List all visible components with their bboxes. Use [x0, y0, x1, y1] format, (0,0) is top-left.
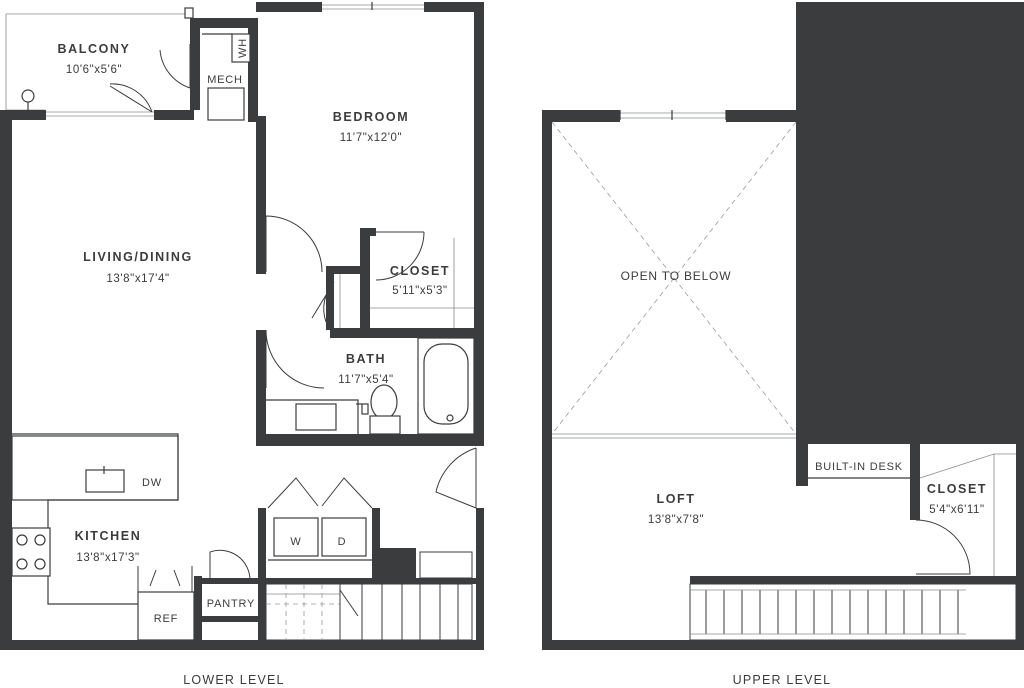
bedroom-dimensions: 11'7"x12'0" — [340, 132, 402, 144]
washer-icon — [273, 517, 319, 557]
open-to-below-area — [551, 121, 797, 439]
kitchen-counters — [11, 433, 195, 641]
toilet-icon — [370, 384, 398, 420]
lower-openings — [46, 2, 429, 117]
wh-label: WH — [237, 38, 249, 58]
lower-labels: BALCONY 10'6"x5'6" WH MECH BEDROOM 11'7"… — [57, 38, 450, 687]
upper-level-plan: OPEN TO BELOW BUILT-IN DESK LOFT 13'8"x7… — [542, 2, 1024, 687]
upper-openings — [619, 110, 727, 120]
water-heater-icon — [231, 33, 251, 63]
kitchen-label: KITCHEN — [75, 529, 142, 543]
bath-fixtures — [266, 337, 475, 435]
dryer-icon — [321, 517, 367, 557]
range-icon — [11, 527, 51, 577]
dw-label: DW — [142, 477, 162, 489]
balcony-outline — [5, 7, 194, 111]
laundry — [268, 517, 372, 561]
kitchen-sink-icon — [85, 469, 125, 493]
bedroom-label: BEDROOM — [333, 110, 409, 124]
upper-level-caption: UPPER LEVEL — [733, 673, 832, 687]
refrigerator-icon — [137, 591, 195, 641]
upper-stairs — [689, 583, 1017, 641]
mech-label: MECH — [207, 74, 243, 86]
lower-stairs — [265, 551, 473, 641]
builtin-desk-label: BUILT-IN DESK — [815, 461, 903, 473]
mech-room — [202, 33, 251, 121]
lower-doors — [109, 44, 477, 592]
dryer-label: D — [338, 536, 347, 548]
lower-level-caption: LOWER LEVEL — [183, 673, 284, 687]
closet-lower-label: CLOSET — [390, 264, 450, 278]
upper-closet — [915, 453, 1016, 576]
ref-label: REF — [154, 613, 178, 625]
open-to-below-label: OPEN TO BELOW — [621, 269, 732, 283]
upper-labels: OPEN TO BELOW BUILT-IN DESK LOFT 13'8"x7… — [621, 269, 987, 687]
lower-walls — [0, 2, 484, 650]
closet-upper-dimensions: 5'4"x6'11" — [929, 504, 984, 516]
closet-shelving — [339, 238, 474, 328]
closet-upper-label: CLOSET — [927, 482, 987, 496]
balcony-label: BALCONY — [57, 42, 130, 56]
bath-sink-icon — [295, 403, 337, 431]
loft-dimensions: 13'8"x7'8" — [648, 514, 704, 526]
bath-dimensions: 11'7"x5'4" — [338, 374, 393, 386]
balcony-dimensions: 10'6"x5'6" — [66, 64, 122, 76]
pantry-label: PANTRY — [207, 598, 255, 610]
closet-lower-dimensions: 5'11"x5'3" — [392, 285, 447, 297]
bath-label: BATH — [346, 352, 386, 366]
bathtub-icon — [417, 337, 475, 435]
living-dining-dimensions: 13'8"x17'4" — [106, 273, 169, 285]
washer-label: W — [290, 536, 301, 548]
kitchen-dimensions: 13'8"x17'3" — [76, 552, 139, 564]
upper-walls — [542, 110, 1024, 650]
unit-dark-block — [796, 2, 1024, 444]
lower-level-plan: BALCONY 10'6"x5'6" WH MECH BEDROOM 11'7"… — [0, 2, 484, 687]
loft-label: LOFT — [656, 492, 695, 506]
living-dining-label: LIVING/DINING — [83, 250, 193, 264]
hose-bib-icon — [21, 89, 35, 103]
